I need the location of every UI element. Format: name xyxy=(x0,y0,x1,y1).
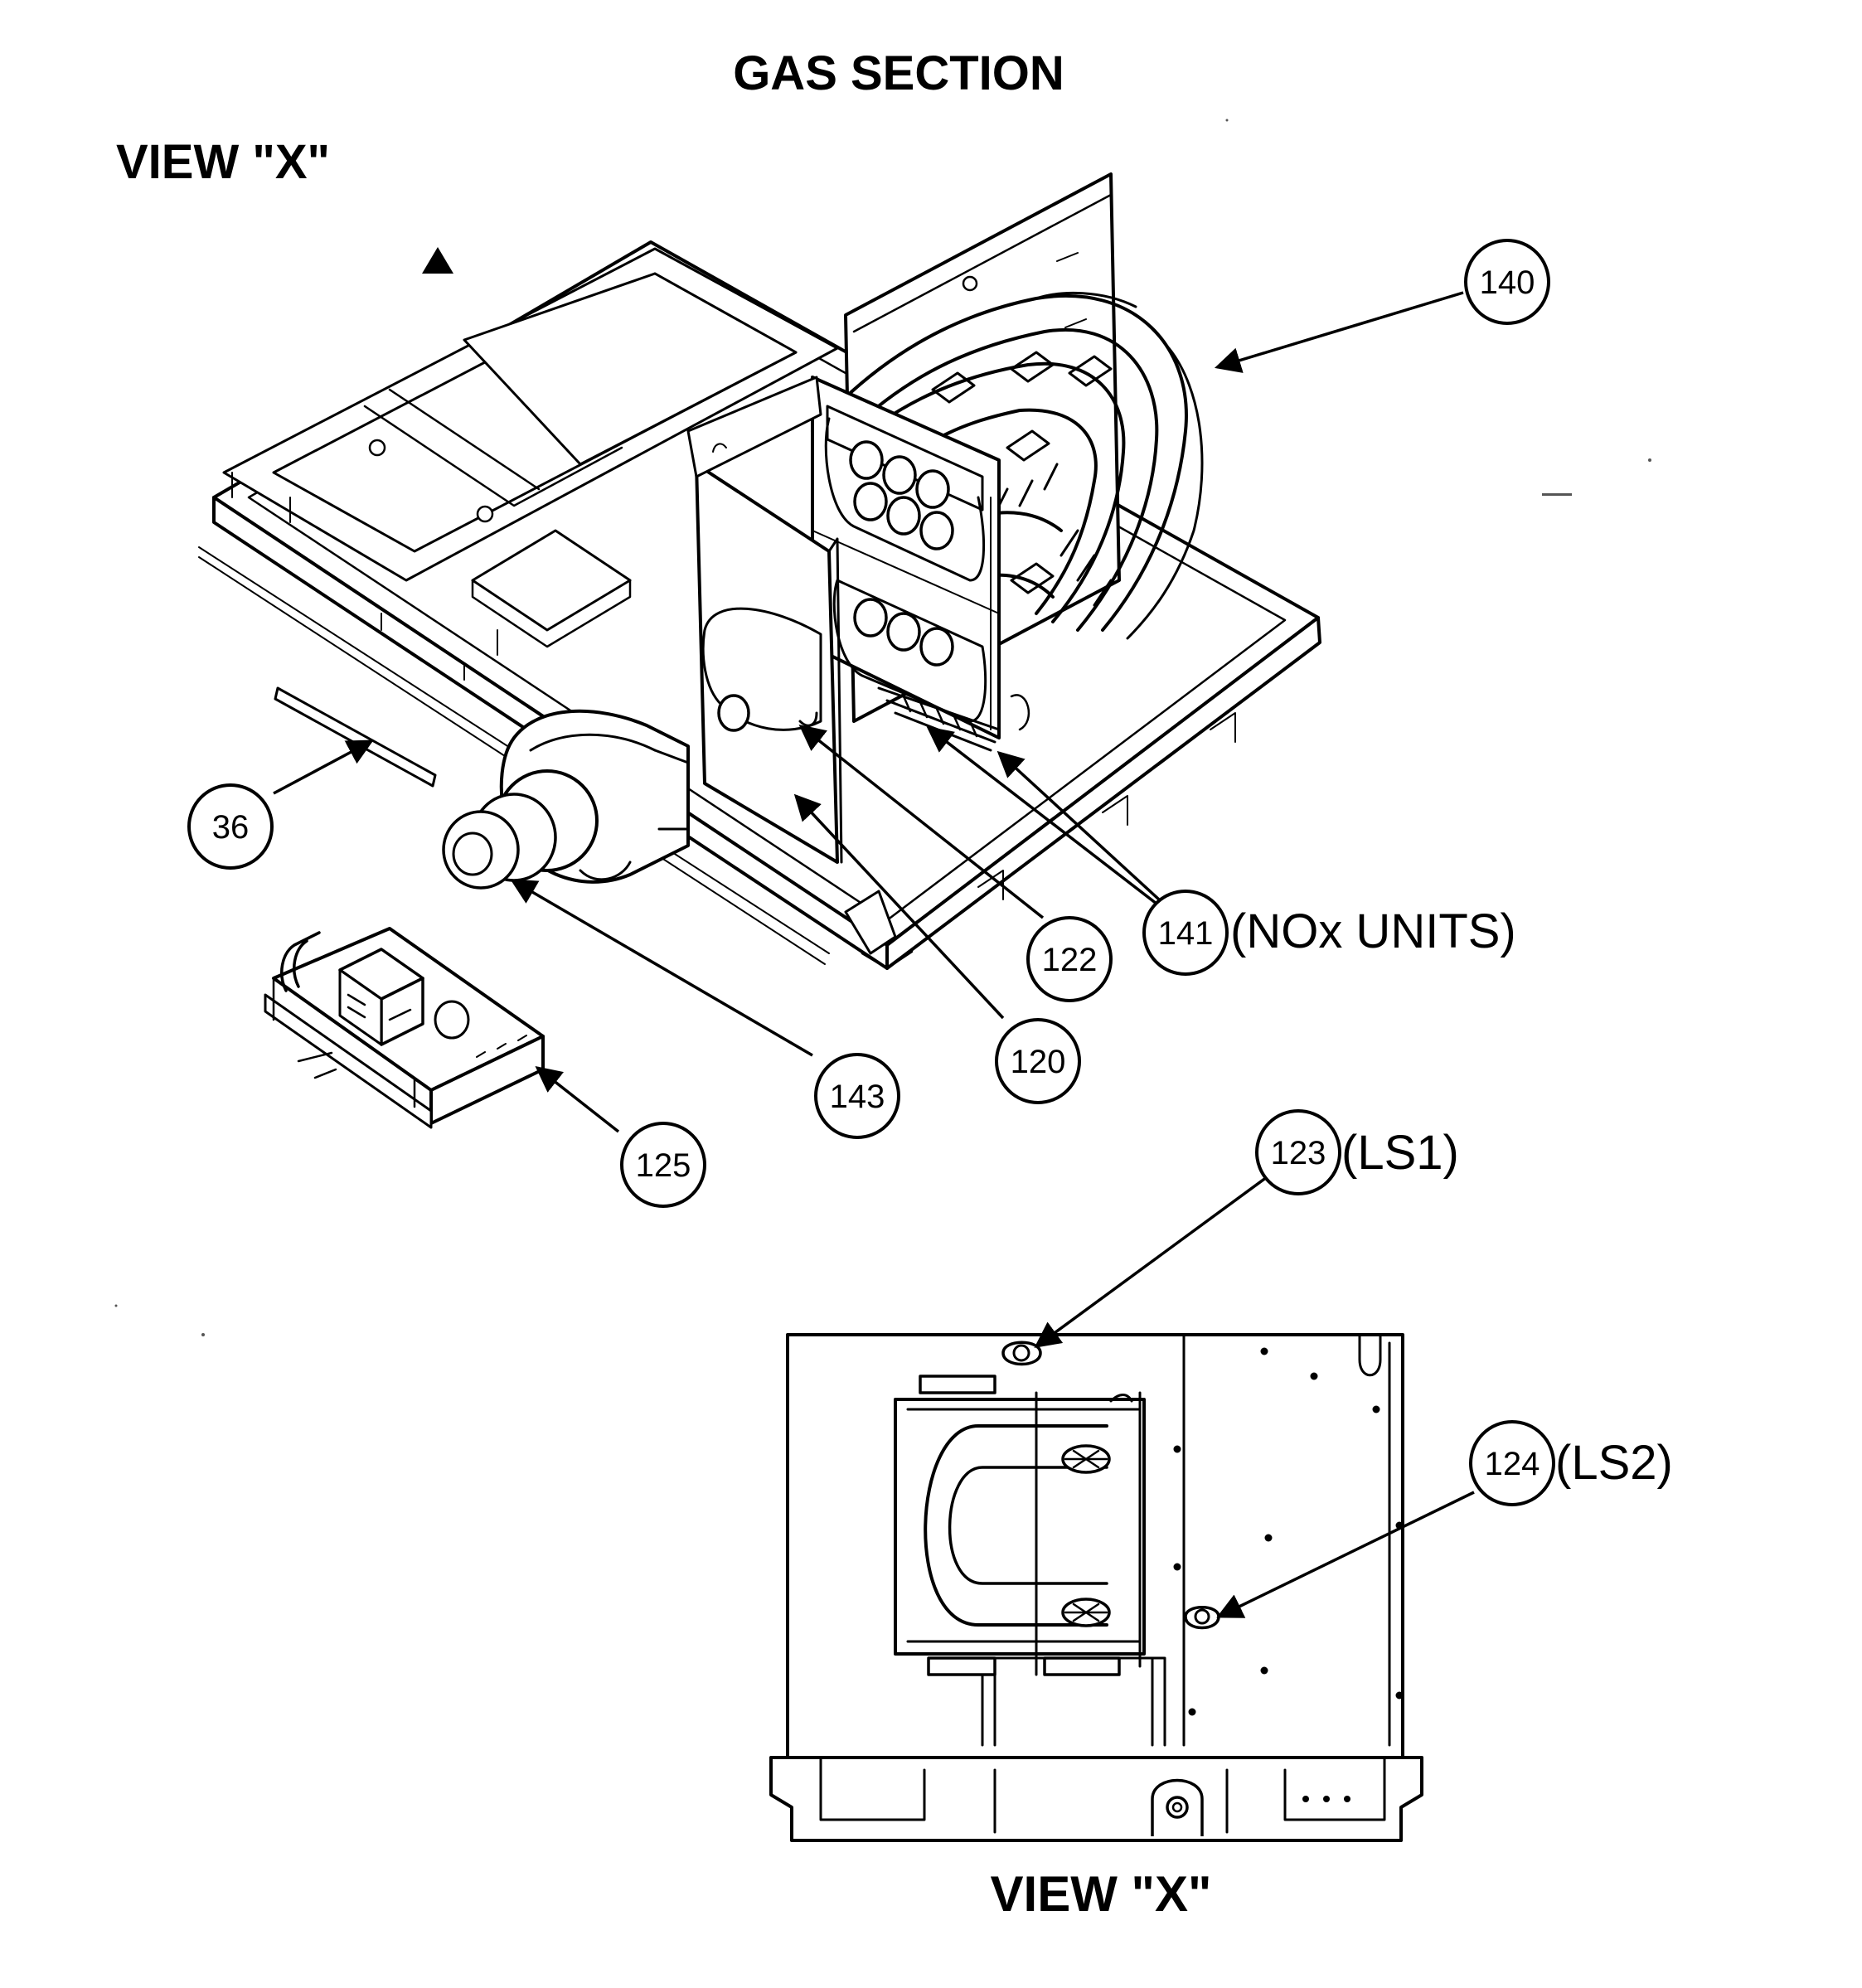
svg-text:125: 125 xyxy=(636,1147,691,1184)
callout-123: 123 xyxy=(1255,1109,1341,1195)
leader-140 xyxy=(1214,291,1464,373)
panel-fasteners xyxy=(1173,1347,1404,1716)
leader-lines xyxy=(273,291,1475,1618)
svg-text:120: 120 xyxy=(1011,1044,1066,1080)
page-title: GAS SECTION xyxy=(733,46,1064,100)
callout-143: 143 xyxy=(814,1053,900,1139)
filler-strip xyxy=(274,686,437,788)
gas-valve-burner-assembly xyxy=(264,927,545,1129)
burner-port-lower xyxy=(1061,1598,1111,1627)
leader-125 xyxy=(535,1066,620,1133)
left-frame-rails xyxy=(222,247,839,656)
svg-text:140: 140 xyxy=(1480,264,1535,301)
callout-125: 125 xyxy=(620,1122,706,1208)
callout-124-note: (LS2) xyxy=(1555,1436,1673,1490)
leader-124 xyxy=(1216,1491,1475,1618)
callout-140: 140 xyxy=(1464,239,1550,325)
svg-text:143: 143 xyxy=(830,1079,885,1115)
callout-36: 36 xyxy=(187,783,274,870)
view-direction-arrow xyxy=(422,247,453,274)
scan-specks xyxy=(114,119,1651,1336)
callout-123-note: (LS1) xyxy=(1341,1126,1459,1180)
svg-text:124: 124 xyxy=(1485,1446,1540,1482)
view-x-drawing xyxy=(769,1333,1423,1842)
leader-143 xyxy=(510,879,813,1057)
svg-text:36: 36 xyxy=(212,809,250,846)
view-x-label-top: VIEW "X" xyxy=(116,135,330,189)
callout-122: 122 xyxy=(1026,916,1113,1002)
heat-exchanger-front-plate xyxy=(811,376,1001,739)
heat-exchanger-tubes xyxy=(811,291,1204,640)
gas-section-isometric-drawing xyxy=(198,172,1321,1129)
limit-switch-ls1 xyxy=(1001,1341,1042,1366)
leader-36 xyxy=(273,739,374,795)
limit-switch-ls2 xyxy=(1184,1606,1220,1630)
leader-122 xyxy=(798,725,1045,919)
view-x-label-bottom: VIEW "X" xyxy=(991,1866,1212,1922)
inducer-side-panel xyxy=(686,376,843,864)
callout-124: 124 xyxy=(1469,1420,1555,1506)
callout-141-note: (NOx UNITS) xyxy=(1230,904,1516,958)
svg-text:123: 123 xyxy=(1271,1135,1326,1171)
leader-123 xyxy=(1034,1176,1268,1348)
burner-port-upper xyxy=(1061,1444,1111,1474)
callout-141: 141 xyxy=(1142,890,1229,976)
leader-141b xyxy=(996,750,1161,901)
leader-120 xyxy=(793,793,1005,1020)
inducer-blower-assembly xyxy=(442,709,690,890)
callout-120: 120 xyxy=(995,1018,1081,1104)
leader-141a xyxy=(926,726,1158,905)
svg-text:122: 122 xyxy=(1042,942,1098,978)
svg-text:141: 141 xyxy=(1158,915,1214,952)
